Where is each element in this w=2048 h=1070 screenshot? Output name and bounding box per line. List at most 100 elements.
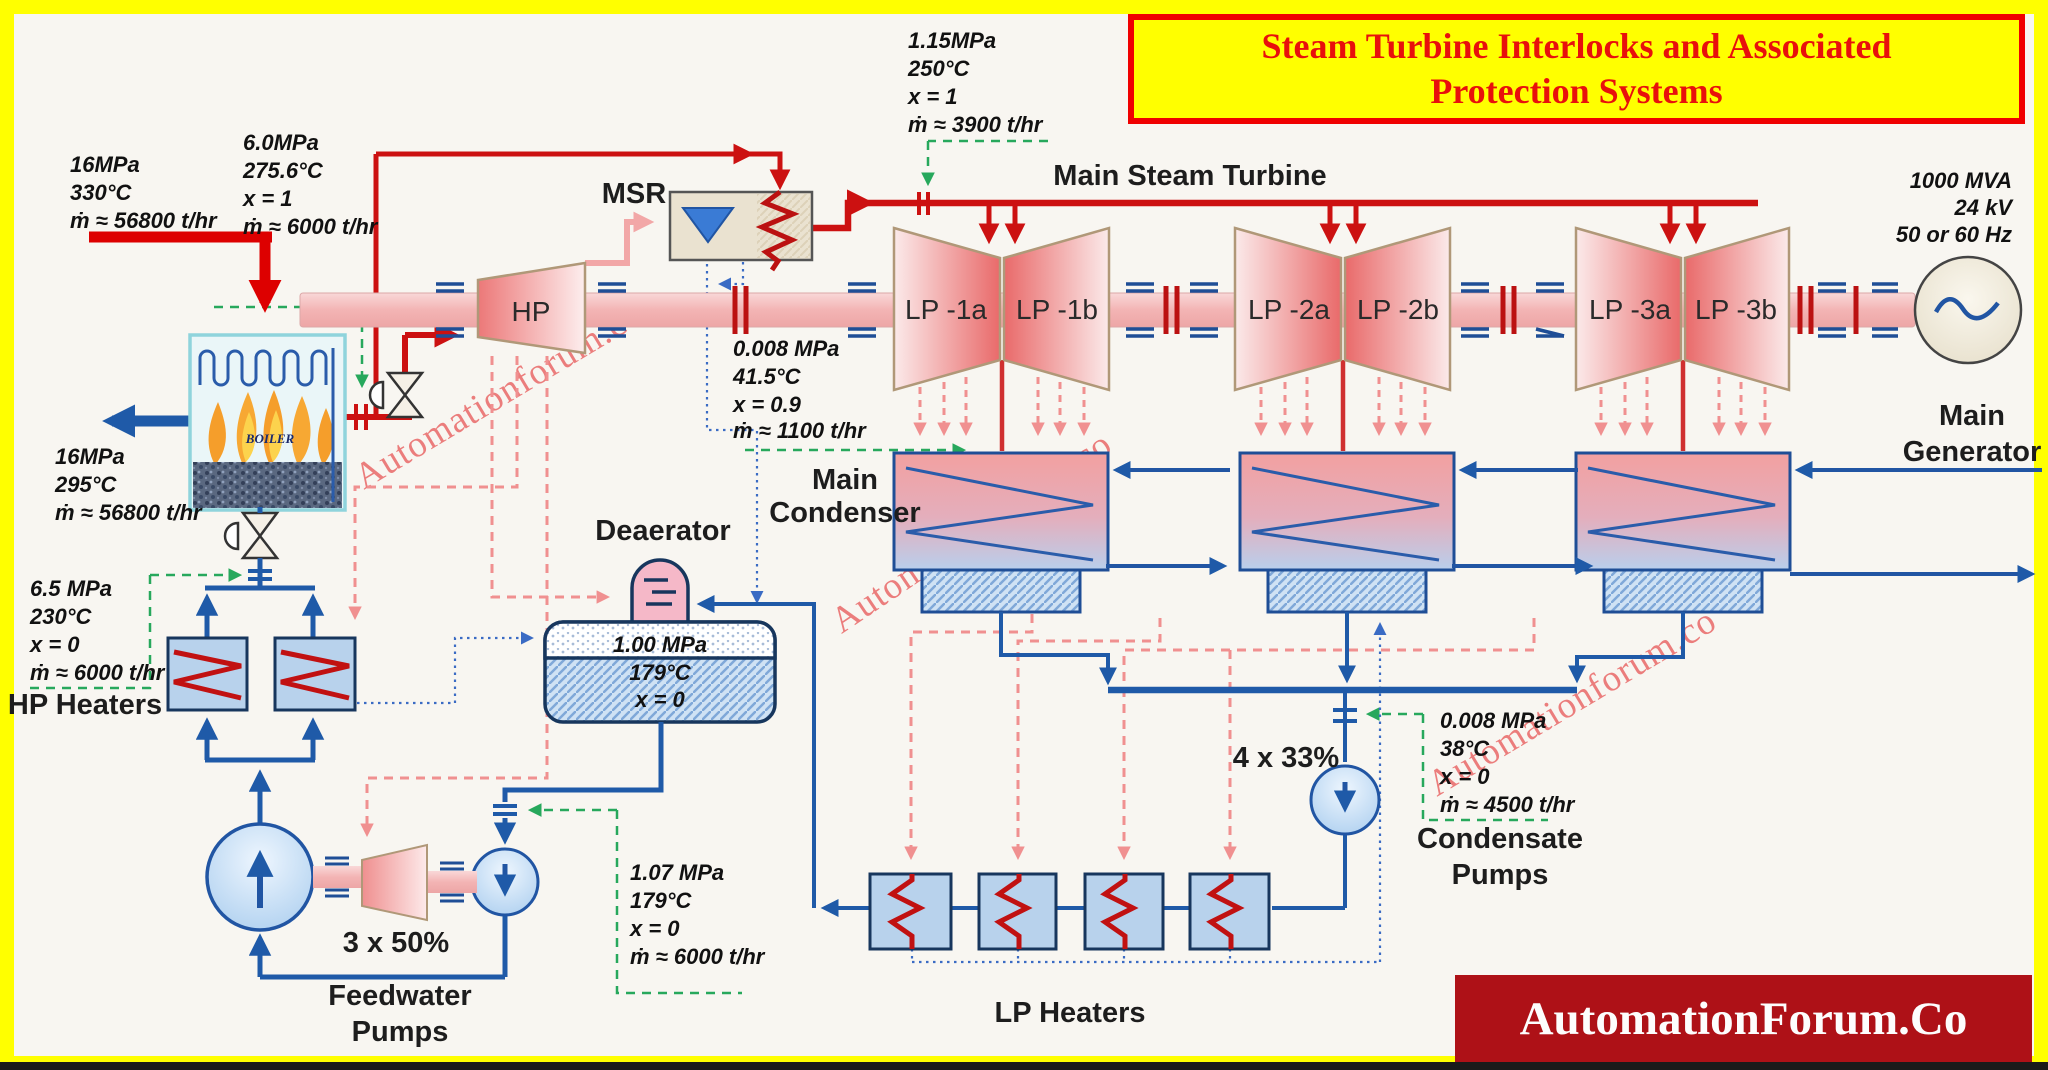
condition-line: 41.5°C	[732, 364, 802, 389]
lp3a-label: LP -3a	[1589, 294, 1671, 325]
main-generator-label: Main	[1939, 400, 2005, 432]
deaerator-label: Deaerator	[595, 515, 730, 547]
main-condenser-label: Condenser	[769, 497, 920, 529]
reheat-steam-conditions: 1.15MPa 250°C x = 1 ṁ ≈ 3900 t/hr	[907, 28, 1044, 137]
coupling-flanges	[732, 286, 1859, 334]
steam-piping	[89, 143, 1758, 451]
boiler-label: BOILER	[245, 431, 295, 446]
condition-line: ṁ ≈ 3900 t/hr	[908, 112, 1044, 137]
main-steam-conditions: 16MPa 330°C ṁ ≈ 56800 t/hr	[70, 152, 218, 233]
condition-line: 24 kV	[1954, 195, 2015, 220]
condition-line: ṁ ≈ 6000 t/hr	[30, 660, 166, 685]
msr-label: MSR	[602, 178, 667, 210]
condensate-piping	[999, 612, 1685, 910]
hp-heaters-unit	[166, 636, 357, 712]
lp1b-label: LP -1b	[1016, 294, 1098, 325]
feedwater-pumps-label: Pumps	[352, 1016, 449, 1048]
extraction-lines	[348, 356, 1536, 861]
lp3b-label: LP -3b	[1695, 294, 1777, 325]
lp1a-label: LP -1a	[905, 294, 987, 325]
feedwater-pump-turbine-drive	[313, 843, 477, 922]
feedwater-pumps-label: Feedwater	[328, 980, 471, 1012]
condition-line: 250°C	[907, 56, 971, 81]
condensate-pumps-label: Condensate	[1417, 823, 1583, 855]
condition-line: x = 0	[634, 687, 685, 712]
condition-line: 16MPa	[55, 444, 125, 469]
lp-exhaust-conditions: 0.008 MPa 41.5°C x = 0.9 ṁ ≈ 1100 t/hr	[732, 336, 867, 443]
feedwater-pump-config-label: 3 x 50%	[343, 927, 450, 959]
coal-bed	[193, 462, 342, 508]
shaft-bearing-marks	[436, 282, 1898, 338]
hp-turbine	[476, 261, 587, 355]
condition-line: 1000 MVA	[1910, 168, 2012, 193]
condition-line: 6.0MPa	[243, 130, 319, 155]
lp-heaters	[696, 595, 1271, 951]
bottom-edge	[0, 1062, 2048, 1070]
lp3-turbine	[1574, 226, 1791, 392]
cooling-water-lines	[1106, 461, 2042, 583]
condition-line: x = 1	[907, 84, 958, 109]
lp-heater-coils	[887, 874, 1245, 949]
condition-line: 0.008 MPa	[733, 336, 839, 361]
condition-line: 179°C	[629, 660, 692, 685]
condition-line: 16MPa	[70, 152, 140, 177]
flames-icon	[208, 390, 334, 465]
generator-rating: 1000 MVA 24 kV 50 or 60 Hz	[1896, 168, 2014, 247]
condition-line: 1.07 MPa	[630, 860, 724, 885]
fw-pump-suction-conditions: 1.07 MPa 179°C x = 0 ṁ ≈ 6000 t/hr	[629, 860, 766, 969]
title-banner: Steam Turbine Interlocks and Associated …	[1128, 14, 2025, 124]
lp-heaters-label: LP Heaters	[995, 997, 1146, 1029]
feedwater-piping	[195, 507, 664, 980]
condition-line: 38°C	[1440, 736, 1490, 761]
deaerator-conditions: 1.00 MPa 179°C x = 0	[613, 632, 707, 712]
main-condenser-1	[892, 451, 1110, 614]
brand-logo-text: AutomationForum.Co	[1519, 992, 1968, 1045]
main-generator-label: Generator	[1903, 436, 2042, 468]
brand-logo: AutomationForum.Co	[1455, 975, 2032, 1062]
reheater-coil-icon	[755, 189, 800, 272]
condition-line: 275.6°C	[242, 158, 324, 183]
component-labels: MSR HP LP -1a LP -1b LP -2a LP -2b LP -3…	[8, 160, 2041, 1048]
title-line-1: Steam Turbine Interlocks and Associated	[1261, 26, 1892, 66]
lp2a-label: LP -2a	[1248, 294, 1330, 325]
feedwater-pump-main	[205, 822, 315, 932]
title-line-2: Protection Systems	[1430, 71, 1723, 111]
feedwater-valve	[223, 511, 280, 560]
condition-line: ṁ ≈ 1100 t/hr	[733, 418, 867, 443]
main-condenser-label: Main	[812, 464, 878, 496]
condition-line: 6.5 MPa	[30, 576, 112, 601]
condition-line: x = 0	[629, 916, 680, 941]
condition-line: ṁ ≈ 56800 t/hr	[55, 500, 203, 525]
hp-heaters-label: HP Heaters	[8, 689, 162, 721]
main-condenser-3	[1574, 451, 1792, 614]
aux-steam-conditions: 6.0MPa 275.6°C x = 1 ṁ ≈ 6000 t/hr	[242, 130, 379, 239]
condition-line: 50 or 60 Hz	[1896, 222, 2012, 247]
condensate-pumps-label: Pumps	[1452, 859, 1549, 891]
condition-line: 330°C	[70, 180, 133, 205]
instrument-lines	[24, 139, 1548, 995]
msr-unit	[668, 189, 814, 272]
condition-line: 1.15MPa	[908, 28, 996, 53]
condition-line: x = 1	[242, 186, 293, 211]
main-steam-stop-valve	[368, 371, 425, 419]
condition-line: ṁ ≈ 6000 t/hr	[630, 944, 766, 969]
condition-labels: 16MPa 330°C ṁ ≈ 56800 t/hr 6.0MPa 275.6°…	[29, 28, 2014, 969]
hp-turbine-label: HP	[512, 296, 551, 327]
drain-lines	[357, 243, 1387, 964]
condensate-pump	[1309, 764, 1381, 836]
condition-line: x = 0.9	[732, 392, 802, 417]
condition-line: 179°C	[630, 888, 693, 913]
hotwell	[920, 568, 1082, 614]
condition-line: 0.008 MPa	[1440, 708, 1546, 733]
sine-wave-icon	[1934, 297, 2000, 321]
condition-line: x = 0	[1439, 764, 1490, 789]
condition-line: ṁ ≈ 6000 t/hr	[243, 214, 379, 239]
condition-line: 295°C	[54, 472, 118, 497]
feedwater-pump-booster	[470, 847, 540, 917]
deaerator-unit	[543, 558, 777, 724]
main-condenser-2	[1238, 451, 1456, 614]
condensate-pump-config-label: 4 x 33%	[1233, 742, 1340, 774]
lp-heater-boxes	[868, 872, 1271, 951]
